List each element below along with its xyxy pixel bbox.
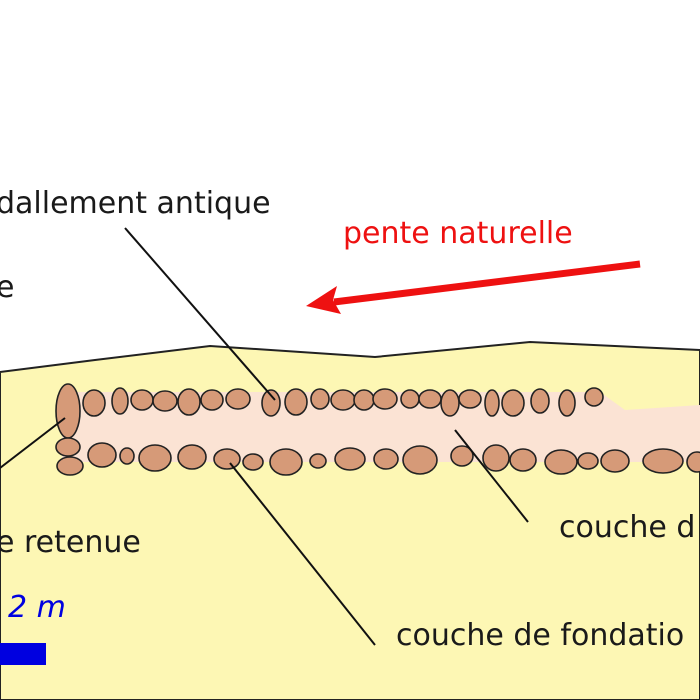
stone-41 bbox=[600, 449, 630, 473]
stone-33 bbox=[334, 447, 366, 471]
stone-10 bbox=[261, 389, 281, 417]
leader-line-paving bbox=[124, 227, 276, 401]
stone-9 bbox=[225, 388, 251, 410]
stone-8 bbox=[200, 389, 224, 411]
stone-4 bbox=[111, 387, 129, 415]
stone-3 bbox=[82, 389, 106, 417]
stone-15 bbox=[372, 388, 398, 410]
stone-19 bbox=[458, 389, 482, 409]
stone-7 bbox=[177, 388, 201, 416]
stone-23 bbox=[558, 389, 576, 417]
stone-5 bbox=[130, 389, 154, 411]
leader-line-core bbox=[454, 429, 529, 523]
stone-13 bbox=[330, 389, 356, 411]
stone-38 bbox=[509, 448, 537, 472]
label-foundation-layer: couche de fondatio bbox=[396, 618, 684, 653]
stone-40 bbox=[577, 452, 599, 470]
stone-30 bbox=[242, 453, 264, 471]
stone-16 bbox=[400, 389, 420, 409]
stone-31 bbox=[269, 448, 303, 476]
stone-6 bbox=[152, 390, 178, 412]
label-partial-left: e bbox=[0, 270, 14, 305]
stone-43 bbox=[686, 451, 700, 473]
label-ancient-paving: dallement antique bbox=[0, 186, 271, 221]
stone-26 bbox=[119, 447, 135, 465]
stone-18 bbox=[440, 389, 460, 417]
label-retaining: e retenue bbox=[0, 525, 141, 560]
stones-group bbox=[55, 383, 700, 476]
stone-25 bbox=[87, 442, 117, 468]
scale-label: 2 m bbox=[8, 590, 66, 625]
stone-22 bbox=[530, 388, 550, 414]
stone-27 bbox=[138, 444, 172, 472]
stone-42 bbox=[642, 448, 684, 474]
stone-21 bbox=[501, 389, 525, 417]
stone-12 bbox=[310, 388, 330, 410]
stone-37 bbox=[482, 444, 510, 472]
leader-line-foundation bbox=[229, 462, 376, 646]
stone-0 bbox=[55, 383, 81, 439]
stone-28 bbox=[177, 444, 207, 470]
stone-17 bbox=[418, 389, 442, 409]
stone-39 bbox=[544, 449, 578, 475]
stone-32 bbox=[309, 453, 327, 469]
stone-20 bbox=[484, 389, 500, 417]
scale-bar bbox=[0, 643, 46, 665]
leader-line-retaining bbox=[0, 417, 66, 469]
stone-1 bbox=[55, 437, 81, 457]
arrow-left-icon bbox=[306, 260, 641, 314]
stone-24 bbox=[584, 387, 604, 407]
stone-36 bbox=[450, 445, 474, 467]
stone-11 bbox=[284, 388, 308, 416]
stone-14 bbox=[353, 389, 375, 411]
stone-34 bbox=[373, 448, 399, 470]
label-natural-slope: pente naturelle bbox=[343, 216, 573, 251]
stone-29 bbox=[213, 448, 241, 470]
label-core-layer: couche d bbox=[559, 510, 695, 545]
stone-35 bbox=[402, 445, 438, 475]
stone-2 bbox=[56, 456, 84, 476]
